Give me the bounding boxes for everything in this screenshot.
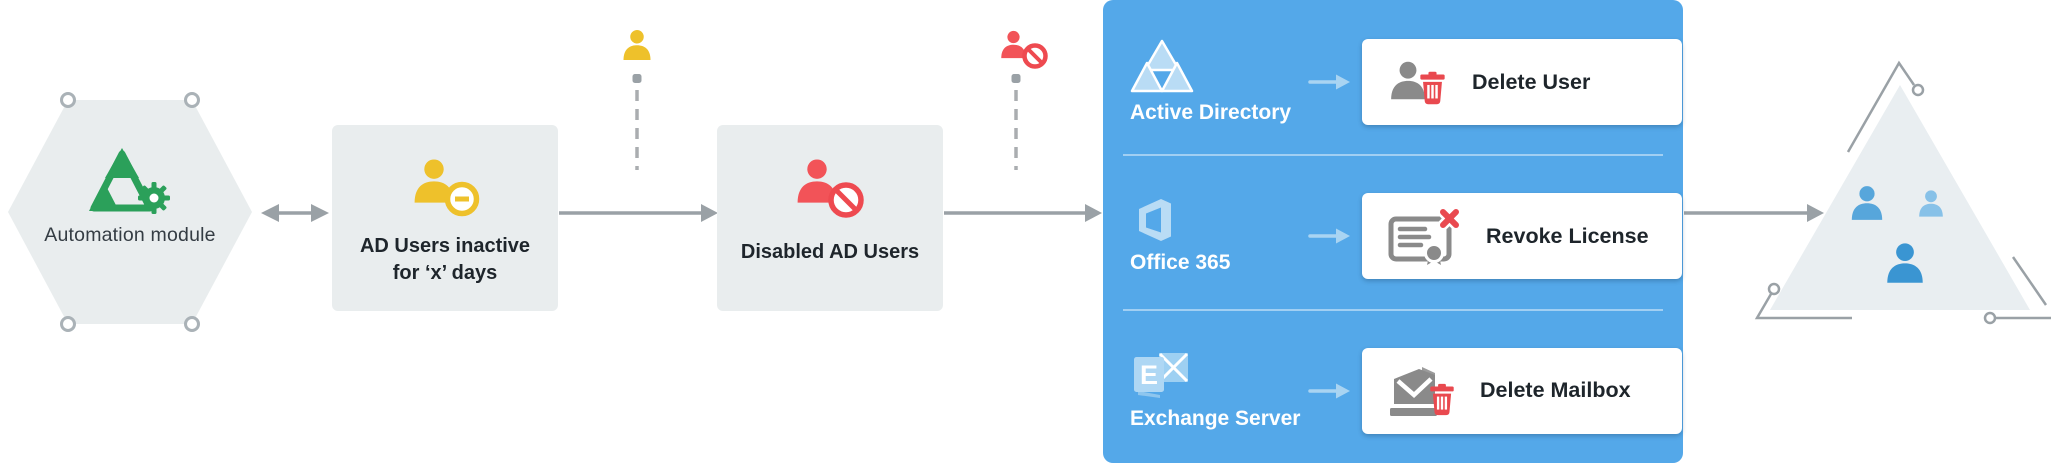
inactive-user-minus-icon bbox=[414, 159, 480, 217]
action-card-revoke-license: Revoke License bbox=[1362, 193, 1682, 280]
corner-ring-icon bbox=[184, 92, 200, 108]
service-label: Office 365 bbox=[1130, 251, 1231, 275]
arrow-right-icon bbox=[1308, 228, 1350, 244]
automation-module-icon bbox=[89, 148, 170, 214]
arrow-connector-disabled-to-panel bbox=[944, 204, 1102, 222]
arrow-right-icon bbox=[1308, 383, 1350, 399]
action-card-delete-mailbox: Delete Mailbox bbox=[1362, 347, 1682, 434]
service-label: Exchange Server bbox=[1130, 406, 1301, 430]
disabled-users-box-label: Disabled AD Users bbox=[740, 241, 920, 263]
arrow-right-icon bbox=[1308, 74, 1350, 90]
corner-ring-icon bbox=[60, 92, 76, 108]
panel-row-office-365: Office 365 bbox=[1103, 154, 1683, 308]
disabled-users-box: Disabled AD Users bbox=[717, 125, 943, 311]
double-arrow-connector bbox=[261, 204, 329, 222]
service-label: Active Directory bbox=[1130, 101, 1292, 125]
action-card-delete-user: Delete User bbox=[1362, 39, 1682, 126]
arrow-connector-inactive-to-disabled bbox=[559, 204, 718, 222]
result-triangle-shape bbox=[1754, 60, 2051, 325]
delete-mailbox-icon bbox=[1390, 366, 1454, 416]
inactive-marker-dashed-line bbox=[632, 74, 642, 170]
active-directory-icon bbox=[1130, 39, 1194, 93]
inactive-users-box: AD Users inactive for ‘x’ days bbox=[332, 125, 558, 311]
revoke-license-icon bbox=[1388, 207, 1462, 266]
user-yellow-icon bbox=[623, 30, 651, 60]
hexagon-shape bbox=[8, 92, 252, 332]
sketch-outline-decoration bbox=[1754, 60, 2051, 325]
action-label: Delete Mailbox bbox=[1480, 378, 1631, 403]
disabled-user-blocked-icon bbox=[797, 159, 864, 218]
arrow-connector-panel-to-group bbox=[1684, 204, 1824, 222]
corner-ring-icon bbox=[60, 316, 76, 332]
inactive-users-box-label: AD Users inactive for ‘x’ days bbox=[359, 235, 531, 284]
hexagon-label: Automation module bbox=[44, 224, 216, 246]
corner-ring-icon bbox=[184, 316, 200, 332]
service-office-365: Office 365 bbox=[1130, 197, 1300, 275]
disabled-marker-dashed-line bbox=[1011, 74, 1021, 170]
action-label: Delete User bbox=[1472, 69, 1591, 94]
user-blocked-red-icon bbox=[1001, 30, 1048, 69]
delete-user-icon bbox=[1391, 61, 1445, 105]
x-mark-icon bbox=[1437, 207, 1462, 231]
service-exchange-server: E Exchange Server bbox=[1130, 351, 1300, 431]
office-365-icon bbox=[1139, 199, 1171, 242]
service-active-directory: Active Directory bbox=[1130, 39, 1300, 125]
panel-row-active-directory: Active Directory Delete User bbox=[1103, 0, 1683, 154]
svg-text:E: E bbox=[1140, 360, 1158, 390]
action-label: Revoke License bbox=[1486, 223, 1649, 248]
gear-icon bbox=[138, 182, 170, 214]
actions-panel: Active Directory Delete User Office 365 bbox=[1103, 0, 1683, 463]
exchange-server-icon: E bbox=[1134, 352, 1189, 398]
panel-row-exchange-server: E Exchange Server Delete Mailbox bbox=[1103, 308, 1683, 463]
